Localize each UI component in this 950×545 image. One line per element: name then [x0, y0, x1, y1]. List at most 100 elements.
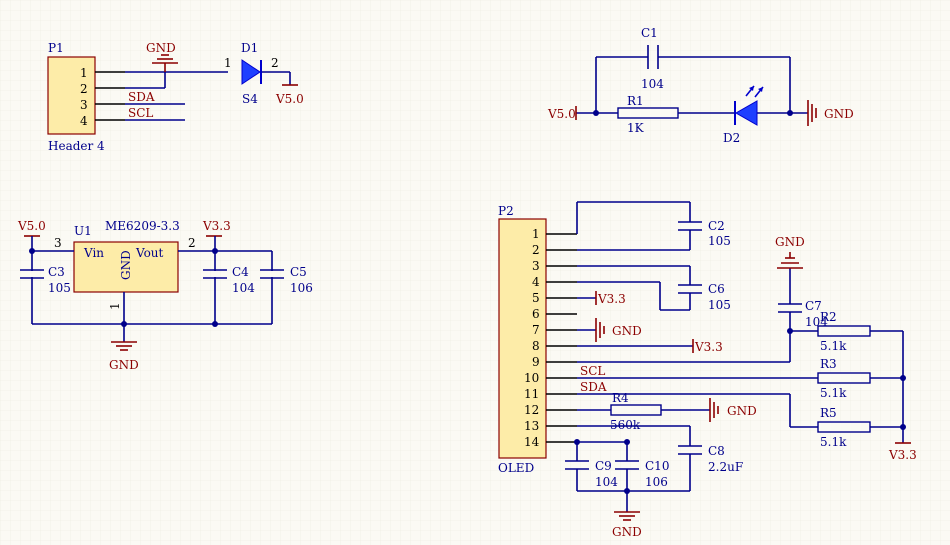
c10-designator: C10 [645, 459, 669, 473]
power-label-gnd-p1: GND [146, 41, 176, 55]
d2-designator: D2 [723, 131, 740, 145]
p2-wires [576, 201, 904, 512]
capacitor-c7[interactable] [778, 303, 802, 313]
p1-pin-4: 4 [80, 114, 88, 128]
c6-designator: C6 [708, 282, 725, 296]
power-label-v33-pin5: V3.3 [597, 292, 626, 306]
net-label-sda-p1: SDA [128, 90, 155, 104]
junction-u1-out [212, 248, 218, 254]
c6-value: 105 [708, 298, 731, 312]
c1-value: 104 [641, 77, 664, 91]
c5-value: 106 [290, 281, 313, 295]
r5-designator: R5 [820, 406, 837, 420]
resistor-r4[interactable] [610, 404, 662, 416]
capacitor-c2[interactable] [678, 221, 702, 231]
u1-pin-vin: Vin [83, 246, 104, 260]
power-label-gnd-u1: GND [109, 358, 139, 372]
power-label-v33-u1: V3.3 [202, 219, 231, 233]
capacitor-c6[interactable] [678, 284, 702, 294]
capacitor-c10[interactable] [615, 460, 639, 470]
d1-designator: D1 [241, 41, 258, 55]
capacitor-c5[interactable] [260, 269, 284, 279]
p2-pin-8: 8 [532, 339, 540, 353]
u1-pin-num-out: 2 [188, 236, 196, 250]
junction-r3 [900, 375, 906, 381]
u1-designator: U1 [74, 224, 92, 238]
power-label-v50-u1: V5.0 [17, 219, 46, 233]
d1-pin-1: 1 [224, 56, 232, 70]
junction-pin14 [574, 439, 580, 445]
p2-pin-14: 14 [524, 435, 540, 449]
r2-value: 5.1k [820, 339, 847, 353]
junction-gnd-led [787, 110, 793, 116]
header-p1[interactable]: P1 Header 4 1 2 3 4 [47, 41, 125, 153]
c9-value: 104 [595, 475, 618, 489]
r3-designator: R3 [820, 357, 837, 371]
p2-name: OLED [498, 461, 534, 475]
r1-designator: R1 [627, 94, 644, 108]
u1-pin-vout: Vout [135, 246, 164, 260]
resistor-r3[interactable] [817, 372, 871, 384]
junction-u1-in [29, 248, 35, 254]
net-label-scl-p2: SCL [580, 364, 605, 378]
regulator-u1[interactable]: Vin Vout GND [73, 241, 179, 293]
junction-r2 [787, 328, 793, 334]
power-label-gnd-bottom: GND [612, 525, 642, 539]
p2-pin-5: 5 [532, 291, 540, 305]
junction-u1-gnd-2 [212, 321, 218, 327]
resistor-r2[interactable] [817, 325, 871, 337]
p2-pin-13: 13 [524, 419, 539, 433]
r4-designator: R4 [612, 391, 629, 405]
c8-value: 2.2uF [708, 460, 743, 474]
u1-pin-gnd: GND [119, 250, 133, 280]
p2-pin-10: 10 [524, 371, 539, 385]
r3-value: 5.1k [820, 386, 847, 400]
led-d2[interactable] [734, 85, 764, 126]
p1-pin-3: 3 [80, 98, 88, 112]
u1-pin-num-gnd: 1 [108, 302, 122, 310]
capacitor-c4[interactable] [203, 269, 227, 279]
gnd-symbol-bottom [614, 511, 640, 521]
resistor-r1[interactable] [617, 107, 679, 119]
power-label-gnd-pin7: GND [612, 324, 642, 338]
junction-c9-c10 [624, 439, 630, 445]
power-label-v50-d1: V5.0 [275, 92, 304, 106]
p1-name: Header 4 [48, 139, 105, 153]
u1-part: ME6209-3.3 [105, 219, 180, 233]
p1-wires [125, 71, 228, 121]
c5-designator: C5 [290, 265, 307, 279]
c7-designator: C7 [805, 299, 822, 313]
junction-r5 [900, 424, 906, 430]
diode-d1[interactable] [241, 59, 291, 85]
led-circuit-wires [575, 56, 808, 120]
p2-body[interactable] [498, 218, 547, 459]
p2-pin-6: 6 [532, 307, 540, 321]
p1-designator: P1 [48, 41, 64, 55]
p2-designator: P2 [498, 204, 514, 218]
c1-designator: C1 [641, 26, 658, 40]
p2-pin-3: 3 [532, 259, 540, 273]
r2-designator: R2 [820, 310, 837, 324]
gnd-symbol-led [807, 100, 817, 126]
capacitor-c8[interactable] [678, 445, 702, 455]
p2-pin-4: 4 [532, 275, 540, 289]
capacitor-c3[interactable] [20, 269, 44, 279]
net-label-sda-p2: SDA [580, 380, 607, 394]
power-label-gnd-c7: GND [775, 235, 805, 249]
p2-pin-1: 1 [532, 227, 540, 241]
d1-value: S4 [242, 92, 258, 106]
power-label-v33-pin8: V3.3 [694, 340, 723, 354]
r1-value: 1K [627, 121, 645, 135]
p2-pin-2: 2 [532, 243, 540, 257]
r4-value: 560k [610, 418, 641, 432]
capacitor-c9[interactable] [565, 460, 589, 470]
resistor-r5[interactable] [817, 421, 871, 433]
gnd-symbol-p1 [152, 54, 178, 72]
c3-value: 105 [48, 281, 71, 295]
gnd-symbol-c7 [777, 252, 803, 269]
junction-v50-led [593, 110, 599, 116]
c3-designator: C3 [48, 265, 65, 279]
p1-pin-2: 2 [80, 82, 88, 96]
gnd-symbol-r4 [709, 398, 719, 422]
